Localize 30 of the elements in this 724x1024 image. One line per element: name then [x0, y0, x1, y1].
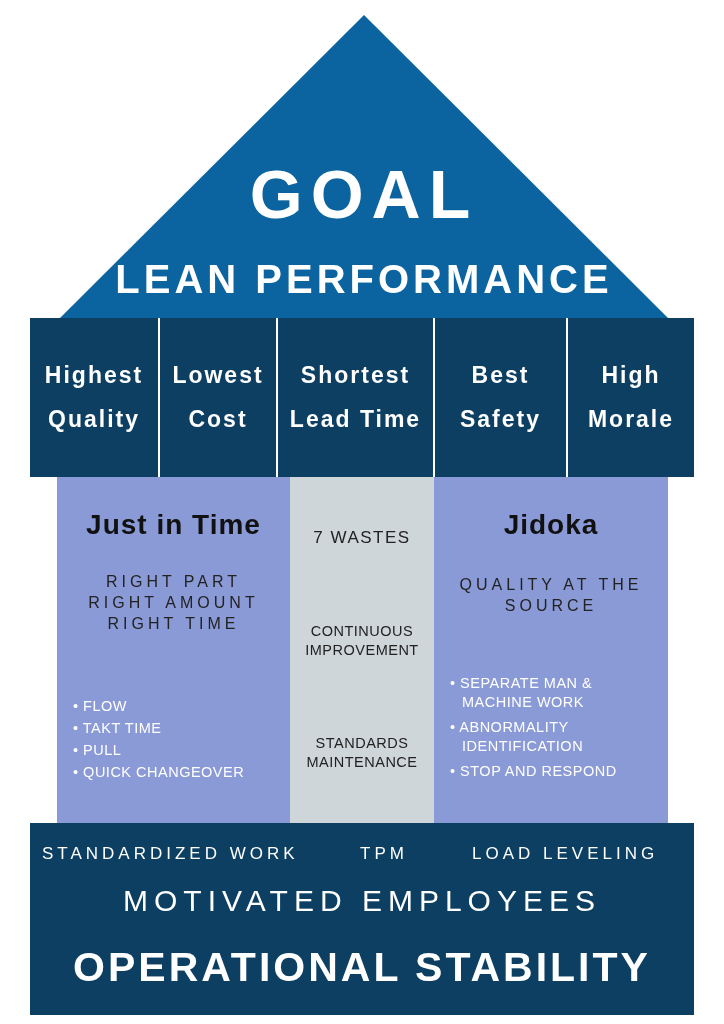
center-pillar-panel [290, 477, 434, 823]
goal-box: High Morale [568, 318, 694, 477]
goal-box: Best Safety [435, 318, 566, 477]
bullet-item: • PULL [73, 741, 123, 760]
goal-box: Lowest Cost [160, 318, 276, 477]
bullet-item: • ABNORMALITY IDENTIFICATION [450, 718, 585, 756]
pillar-heading: 7 WASTES [312, 527, 412, 549]
bullet-item: • QUICK CHANGEOVER [73, 763, 246, 782]
foundation-item: STANDARDIZED WORK [42, 843, 300, 865]
pillar-text: CONTINUOUS IMPROVEMENT [304, 622, 420, 660]
pillar-text: STANDARDS MAINTENANCE [305, 734, 419, 772]
bullet-item: • STOP AND RESPOND [450, 762, 618, 781]
goal-subheading: LEAN PERFORMANCE [114, 256, 614, 303]
pillar-panel [434, 477, 668, 823]
goal-box: Shortest Lead Time [278, 318, 433, 477]
foundation-item: TPM [360, 843, 409, 865]
pillar-heading: Just in Time [85, 508, 262, 542]
bullet-item: • FLOW [73, 697, 128, 716]
goal-box: Highest Quality [30, 318, 158, 477]
pillar-panel [57, 477, 290, 823]
foundation-panel [30, 823, 694, 1015]
foundation-subheading: MOTIVATED EMPLOYEES [122, 883, 602, 919]
pillar-description: RIGHT PART RIGHT AMOUNT RIGHT TIME [87, 572, 260, 634]
pillar-description: QUALITY AT THE SOURCE [458, 575, 644, 616]
foundation-item: LOAD LEVELING [472, 843, 660, 865]
bullet-item: • SEPARATE MAN & MACHINE WORK [450, 674, 594, 712]
goal-heading: GOAL [248, 155, 480, 234]
bullet-item: • TAKT TIME [73, 719, 163, 738]
foundation-heading: OPERATIONAL STABILITY [72, 943, 652, 992]
pillar-heading: Jidoka [502, 508, 600, 542]
